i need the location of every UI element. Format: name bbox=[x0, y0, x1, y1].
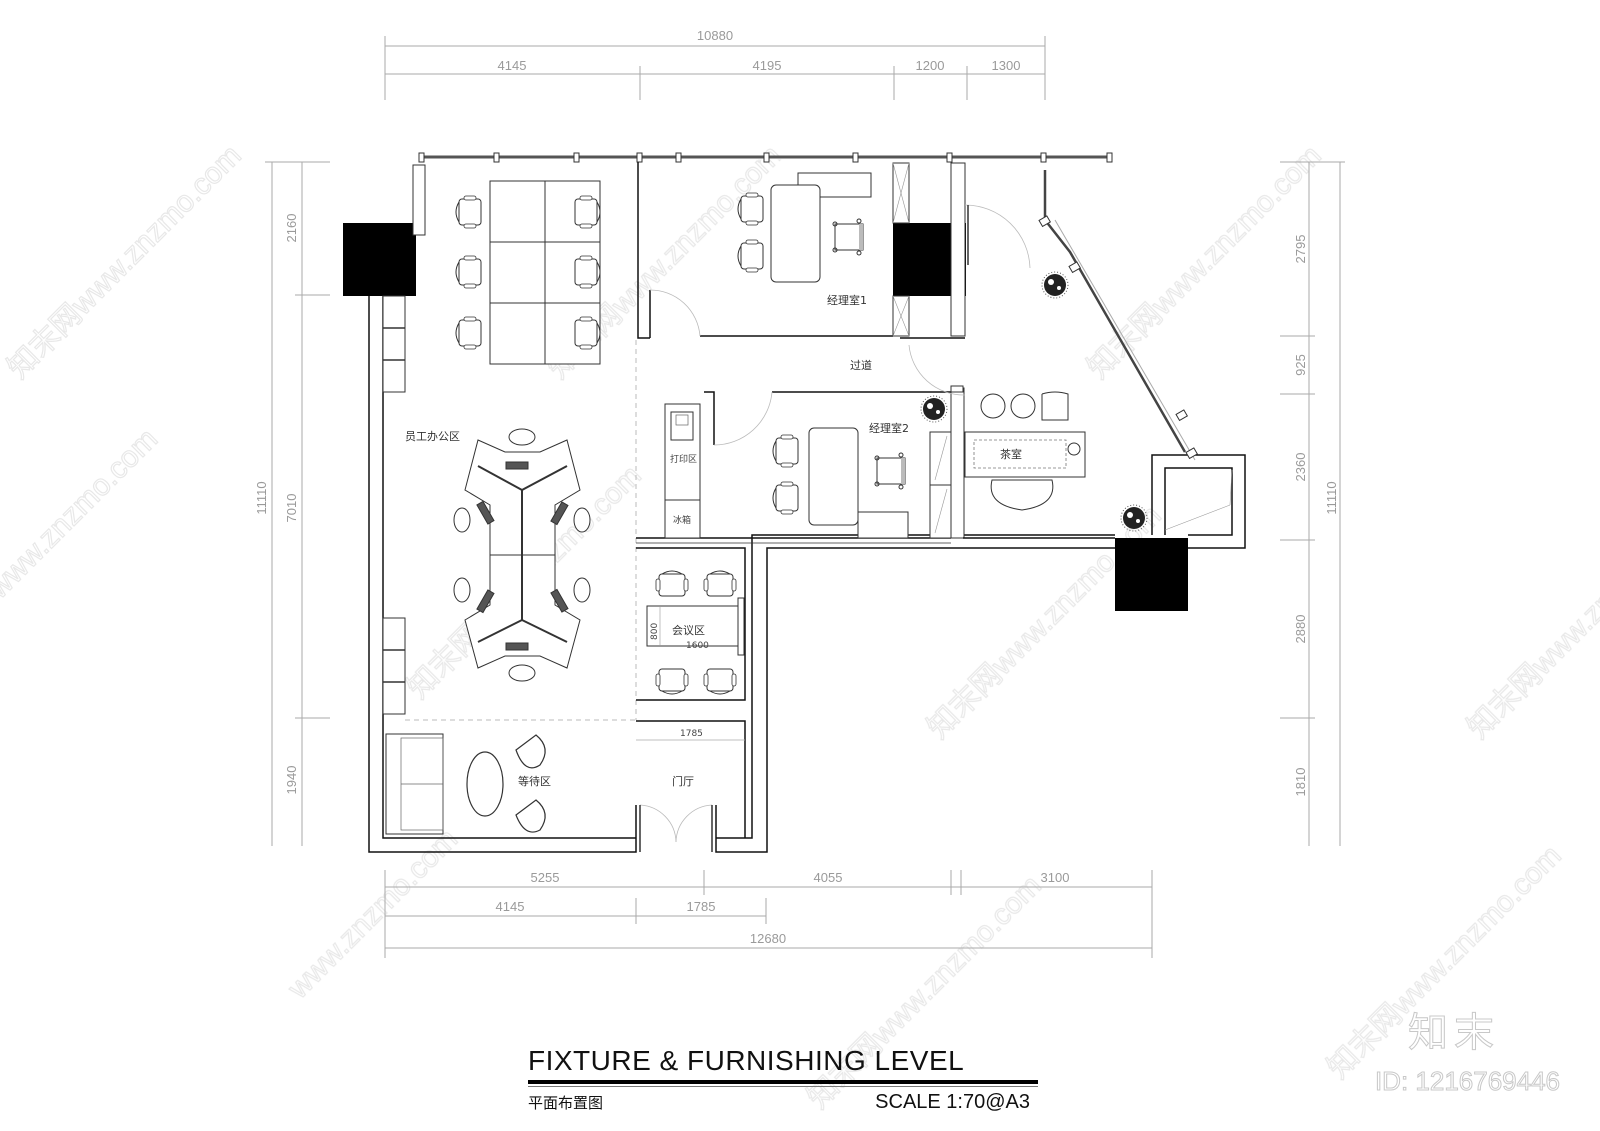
brand-logo: 知末 bbox=[1407, 1010, 1500, 1057]
label-corridor: 过道 bbox=[850, 358, 872, 372]
meeting-area-furniture bbox=[646, 570, 745, 695]
label-manager-office-2: 经理室2 bbox=[869, 421, 909, 435]
dim-right-total: 11110 bbox=[1324, 481, 1339, 514]
meeting-table-width: 800 bbox=[650, 623, 660, 640]
drawing-title-block: FIXTURE & FURNISHING LEVEL 平面布置图 SCALE 1… bbox=[528, 1046, 1038, 1114]
title-rule-thick bbox=[528, 1080, 1038, 1084]
svg-text:知末网www.znzmo.com: 知末网www.znzmo.com bbox=[1462, 499, 1600, 745]
label-meeting-area: 会议区 bbox=[672, 624, 705, 637]
manager-office-2-furniture bbox=[670, 395, 948, 539]
watermark-layer: 知末网www.znzmo.com 知末网www.znzmo.com 知末网www… bbox=[0, 138, 1600, 1115]
label-lobby: 门厅 bbox=[672, 774, 694, 788]
drawing-title: FIXTURE & FURNISHING LEVEL bbox=[528, 1045, 965, 1076]
dim-right-seg-3: 2360 bbox=[1293, 453, 1308, 482]
dim-right-seg-5: 1810 bbox=[1293, 768, 1308, 797]
dim-bottom-1-seg-2: 4055 bbox=[814, 870, 843, 885]
svg-text:www.znzmo.com: www.znzmo.com bbox=[0, 422, 164, 605]
dim-bottom-total: 12680 bbox=[750, 931, 786, 946]
brand-watermark: 知末 ID: 1216769446 bbox=[1374, 1000, 1560, 1097]
dimension-top bbox=[384, 36, 1046, 100]
printer-icon bbox=[670, 411, 694, 441]
dim-right-seg-2: 925 bbox=[1293, 354, 1308, 376]
label-tea-room: 茶室 bbox=[1000, 447, 1022, 461]
dim-top-seg-2: 4195 bbox=[753, 58, 782, 73]
dim-top-seg-4: 1300 bbox=[992, 58, 1021, 73]
label-manager-office-1: 经理室1 bbox=[827, 293, 867, 307]
svg-text:知末网www.znzmo.com: 知末网www.znzmo.com bbox=[2, 139, 248, 385]
dim-left-seg-1: 2160 bbox=[284, 214, 299, 243]
label-waiting-area: 等待区 bbox=[518, 774, 551, 788]
meeting-table-length: 1600 bbox=[686, 641, 709, 651]
column-1 bbox=[343, 223, 416, 296]
manager-office-1-furniture bbox=[737, 172, 872, 283]
lobby-width: 1785 bbox=[680, 729, 703, 739]
dim-bottom-1-seg-3: 3100 bbox=[1041, 870, 1070, 885]
dim-left-seg-2: 7010 bbox=[284, 494, 299, 523]
dimension-left bbox=[265, 161, 330, 846]
drawing-subtitle: 平面布置图 bbox=[528, 1094, 604, 1112]
title-rule-thin bbox=[528, 1086, 1038, 1087]
svg-text:知末网www.znzmo.com: 知末网www.znzmo.com bbox=[1082, 139, 1328, 385]
dim-left-total: 11110 bbox=[254, 481, 269, 514]
structural-columns bbox=[343, 223, 1188, 611]
tea-room-furniture bbox=[964, 271, 1233, 532]
dimension-right bbox=[1280, 161, 1345, 846]
label-print-area: 打印区 bbox=[670, 453, 697, 465]
workstation-cluster-hex bbox=[453, 428, 591, 682]
dim-top-total: 10880 bbox=[697, 28, 733, 43]
dim-right-seg-1: 2795 bbox=[1293, 235, 1308, 264]
label-staff-office: 员工办公区 bbox=[405, 430, 460, 443]
interior-partitions bbox=[382, 162, 1115, 838]
dim-top-seg-1: 4145 bbox=[498, 58, 527, 73]
dim-bottom-2-seg-2: 1785 bbox=[687, 899, 716, 914]
drawing-id: ID: 1216769446 bbox=[1374, 1066, 1560, 1097]
label-fridge: 冰箱 bbox=[673, 514, 691, 526]
dim-left-seg-3: 1940 bbox=[284, 766, 299, 795]
dim-right-seg-4: 2880 bbox=[1293, 615, 1308, 644]
door-swings bbox=[639, 204, 1031, 852]
workstation-cluster-top bbox=[455, 180, 601, 365]
dim-bottom-1-seg-1: 5255 bbox=[531, 870, 560, 885]
dim-top-seg-3: 1200 bbox=[916, 58, 945, 73]
window-mullions bbox=[418, 152, 1199, 460]
dimension-bottom bbox=[384, 870, 1153, 958]
dim-bottom-2-seg-1: 4145 bbox=[496, 899, 525, 914]
drawing-scale: SCALE 1:70@A3 bbox=[875, 1091, 1030, 1113]
waiting-area-furniture bbox=[385, 733, 546, 835]
svg-text:www.znzmo.com: www.znzmo.com bbox=[281, 822, 464, 1005]
column-3 bbox=[1115, 538, 1188, 611]
